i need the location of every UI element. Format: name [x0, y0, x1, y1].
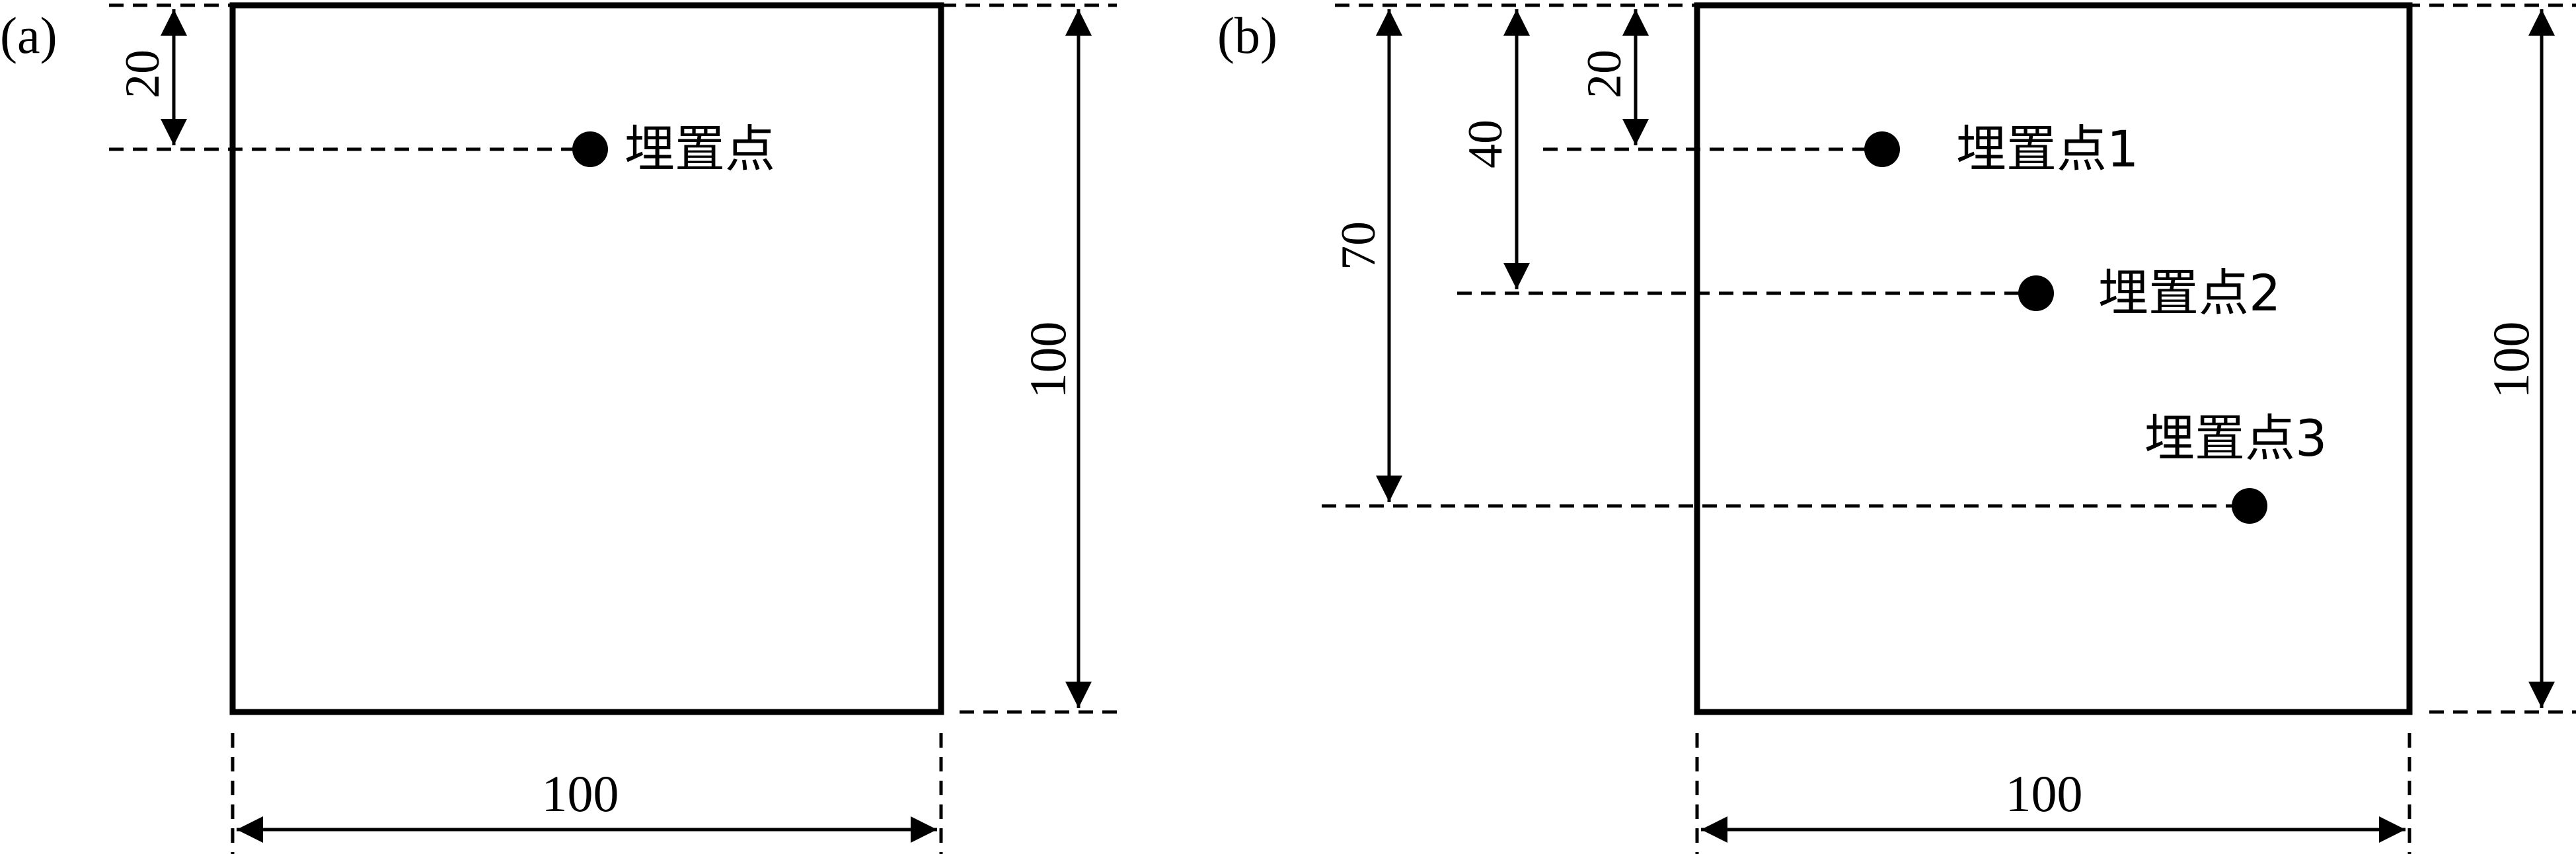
panel-b-square — [1694, 2, 2413, 715]
panel-b-point-1-label: 埋置点1 — [1956, 120, 2139, 178]
panel-b-dim-height-label: 100 — [2482, 322, 2540, 399]
panel-b-point-2-marker — [2018, 275, 2054, 311]
panel-b-dim-40-label: 40 — [1458, 120, 1513, 168]
panel-b-point-2-label: 埋置点2 — [2098, 264, 2281, 322]
panel-a-dim-height-label: 100 — [1019, 322, 1077, 399]
panel-b-dim-70-label: 70 — [1332, 221, 1386, 270]
panel-a-point-label: 埋置点 — [625, 120, 775, 178]
panel-b-point-3-marker — [2232, 488, 2267, 524]
panel-a-tag: (a) — [0, 7, 57, 64]
panel-b-dim-width-label: 100 — [2006, 765, 2083, 822]
panel-a-point-marker — [572, 131, 608, 167]
panel-b-dim-20-label: 20 — [1577, 50, 1632, 98]
panel-b: (b) 埋置点1 埋置点2 埋置点3 20 40 70 100 — [1217, 2, 2576, 854]
panel-a-dim-width-label: 100 — [542, 765, 619, 822]
panel-a: (a) 埋置点 20 100 100 — [0, 2, 1117, 854]
panel-a-square — [229, 2, 944, 715]
panel-a-dim-20-label: 20 — [116, 50, 170, 98]
panel-b-point-1-marker — [1864, 131, 1900, 167]
panel-b-point-3-label: 埋置点3 — [2144, 409, 2327, 468]
panel-b-tag: (b) — [1217, 7, 1277, 64]
